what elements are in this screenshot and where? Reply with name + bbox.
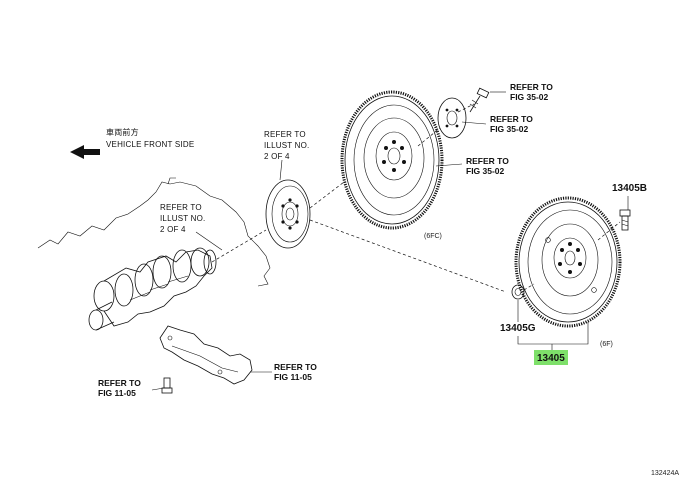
ref-crank-label-1: REFER TO xyxy=(160,203,202,212)
variant-6f-label: (6F) xyxy=(600,341,613,348)
engine-block-outline xyxy=(37,177,271,287)
diagram-id: 132424A xyxy=(651,470,679,477)
ref-bolt-label-2[interactable]: FIG 11-05 xyxy=(98,388,136,398)
crankshaft xyxy=(88,247,217,331)
part-13405-highlight xyxy=(534,350,568,365)
ref-bracket-label-1: REFER TO xyxy=(274,362,317,372)
flywheel-bolt-top xyxy=(469,87,490,113)
pilot-bushing xyxy=(511,284,525,300)
ref-signal-label-2[interactable]: ILLUST NO. xyxy=(264,141,309,150)
ref-signal-label-3: 2 OF 4 xyxy=(264,152,290,161)
leader-lines xyxy=(151,91,629,391)
direction-en-label: VEHICLE FRONT SIDE xyxy=(106,140,194,149)
ref-bracket-label-2[interactable]: FIG 11-05 xyxy=(274,372,312,382)
assembly-lines xyxy=(211,103,621,293)
flywheel-6fc xyxy=(340,90,444,230)
signal-plate xyxy=(265,179,311,249)
ref-top-label-2[interactable]: FIG 35-02 xyxy=(510,92,549,102)
flywheel-bolt-right xyxy=(619,209,631,231)
flywheel-6f xyxy=(514,196,622,328)
bracket-bolt xyxy=(161,377,173,394)
reinforcement-plate xyxy=(437,97,467,139)
part-13405g-label[interactable]: 13405G xyxy=(500,323,536,334)
direction-jp-label: 車両前方 xyxy=(106,127,139,137)
ref-bolt-label-1: REFER TO xyxy=(98,378,141,388)
vehicle-front-arrow xyxy=(70,145,100,159)
ref-crank-label-2[interactable]: ILLUST NO. xyxy=(160,214,205,223)
ref-crank-label-3: 2 OF 4 xyxy=(160,225,186,234)
rear-plate-bracket xyxy=(159,325,253,385)
ref-mid-label-1: REFER TO xyxy=(490,114,533,124)
ref-signal-label-1: REFER TO xyxy=(264,130,306,139)
ref-top-label-1: REFER TO xyxy=(510,82,553,92)
part-13405-label[interactable]: 13405 xyxy=(537,353,565,364)
ref-mid-label-2[interactable]: FIG 35-02 xyxy=(490,124,529,134)
variant-6fc-label: (6FC) xyxy=(424,233,442,240)
ref-flywheel-label-2[interactable]: FIG 35-02 xyxy=(466,166,505,176)
part-13405b-label[interactable]: 13405B xyxy=(612,183,647,194)
ref-flywheel-label-1: REFER TO xyxy=(466,156,509,166)
